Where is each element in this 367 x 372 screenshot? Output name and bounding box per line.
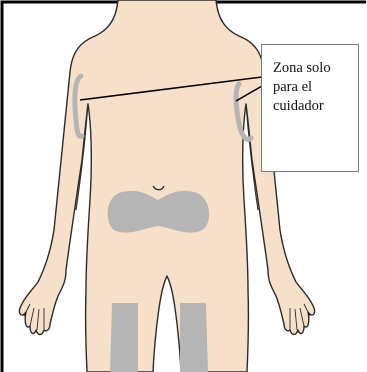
thigh-right-zone (180, 303, 208, 372)
callout-leader-right-arm (235, 85, 263, 102)
thigh-left-zone (110, 303, 138, 372)
caregiver-zone-callout: Zona solo para el cuidador (261, 44, 359, 172)
body-outline (18, 0, 316, 372)
left-hand-fingers (23, 303, 45, 331)
upper-arm-left-zone (72, 73, 85, 139)
callout-leader-left-arm (79, 76, 263, 101)
right-arm-inner-line (245, 103, 259, 211)
caregiver-zone-label: Zona solo para el cuidador (273, 60, 331, 114)
abdomen-zone (107, 190, 210, 233)
right-hand-fingers (289, 303, 311, 331)
upper-arm-right-zone (233, 81, 254, 142)
navel (152, 185, 165, 191)
left-arm-inner-line (75, 103, 89, 211)
